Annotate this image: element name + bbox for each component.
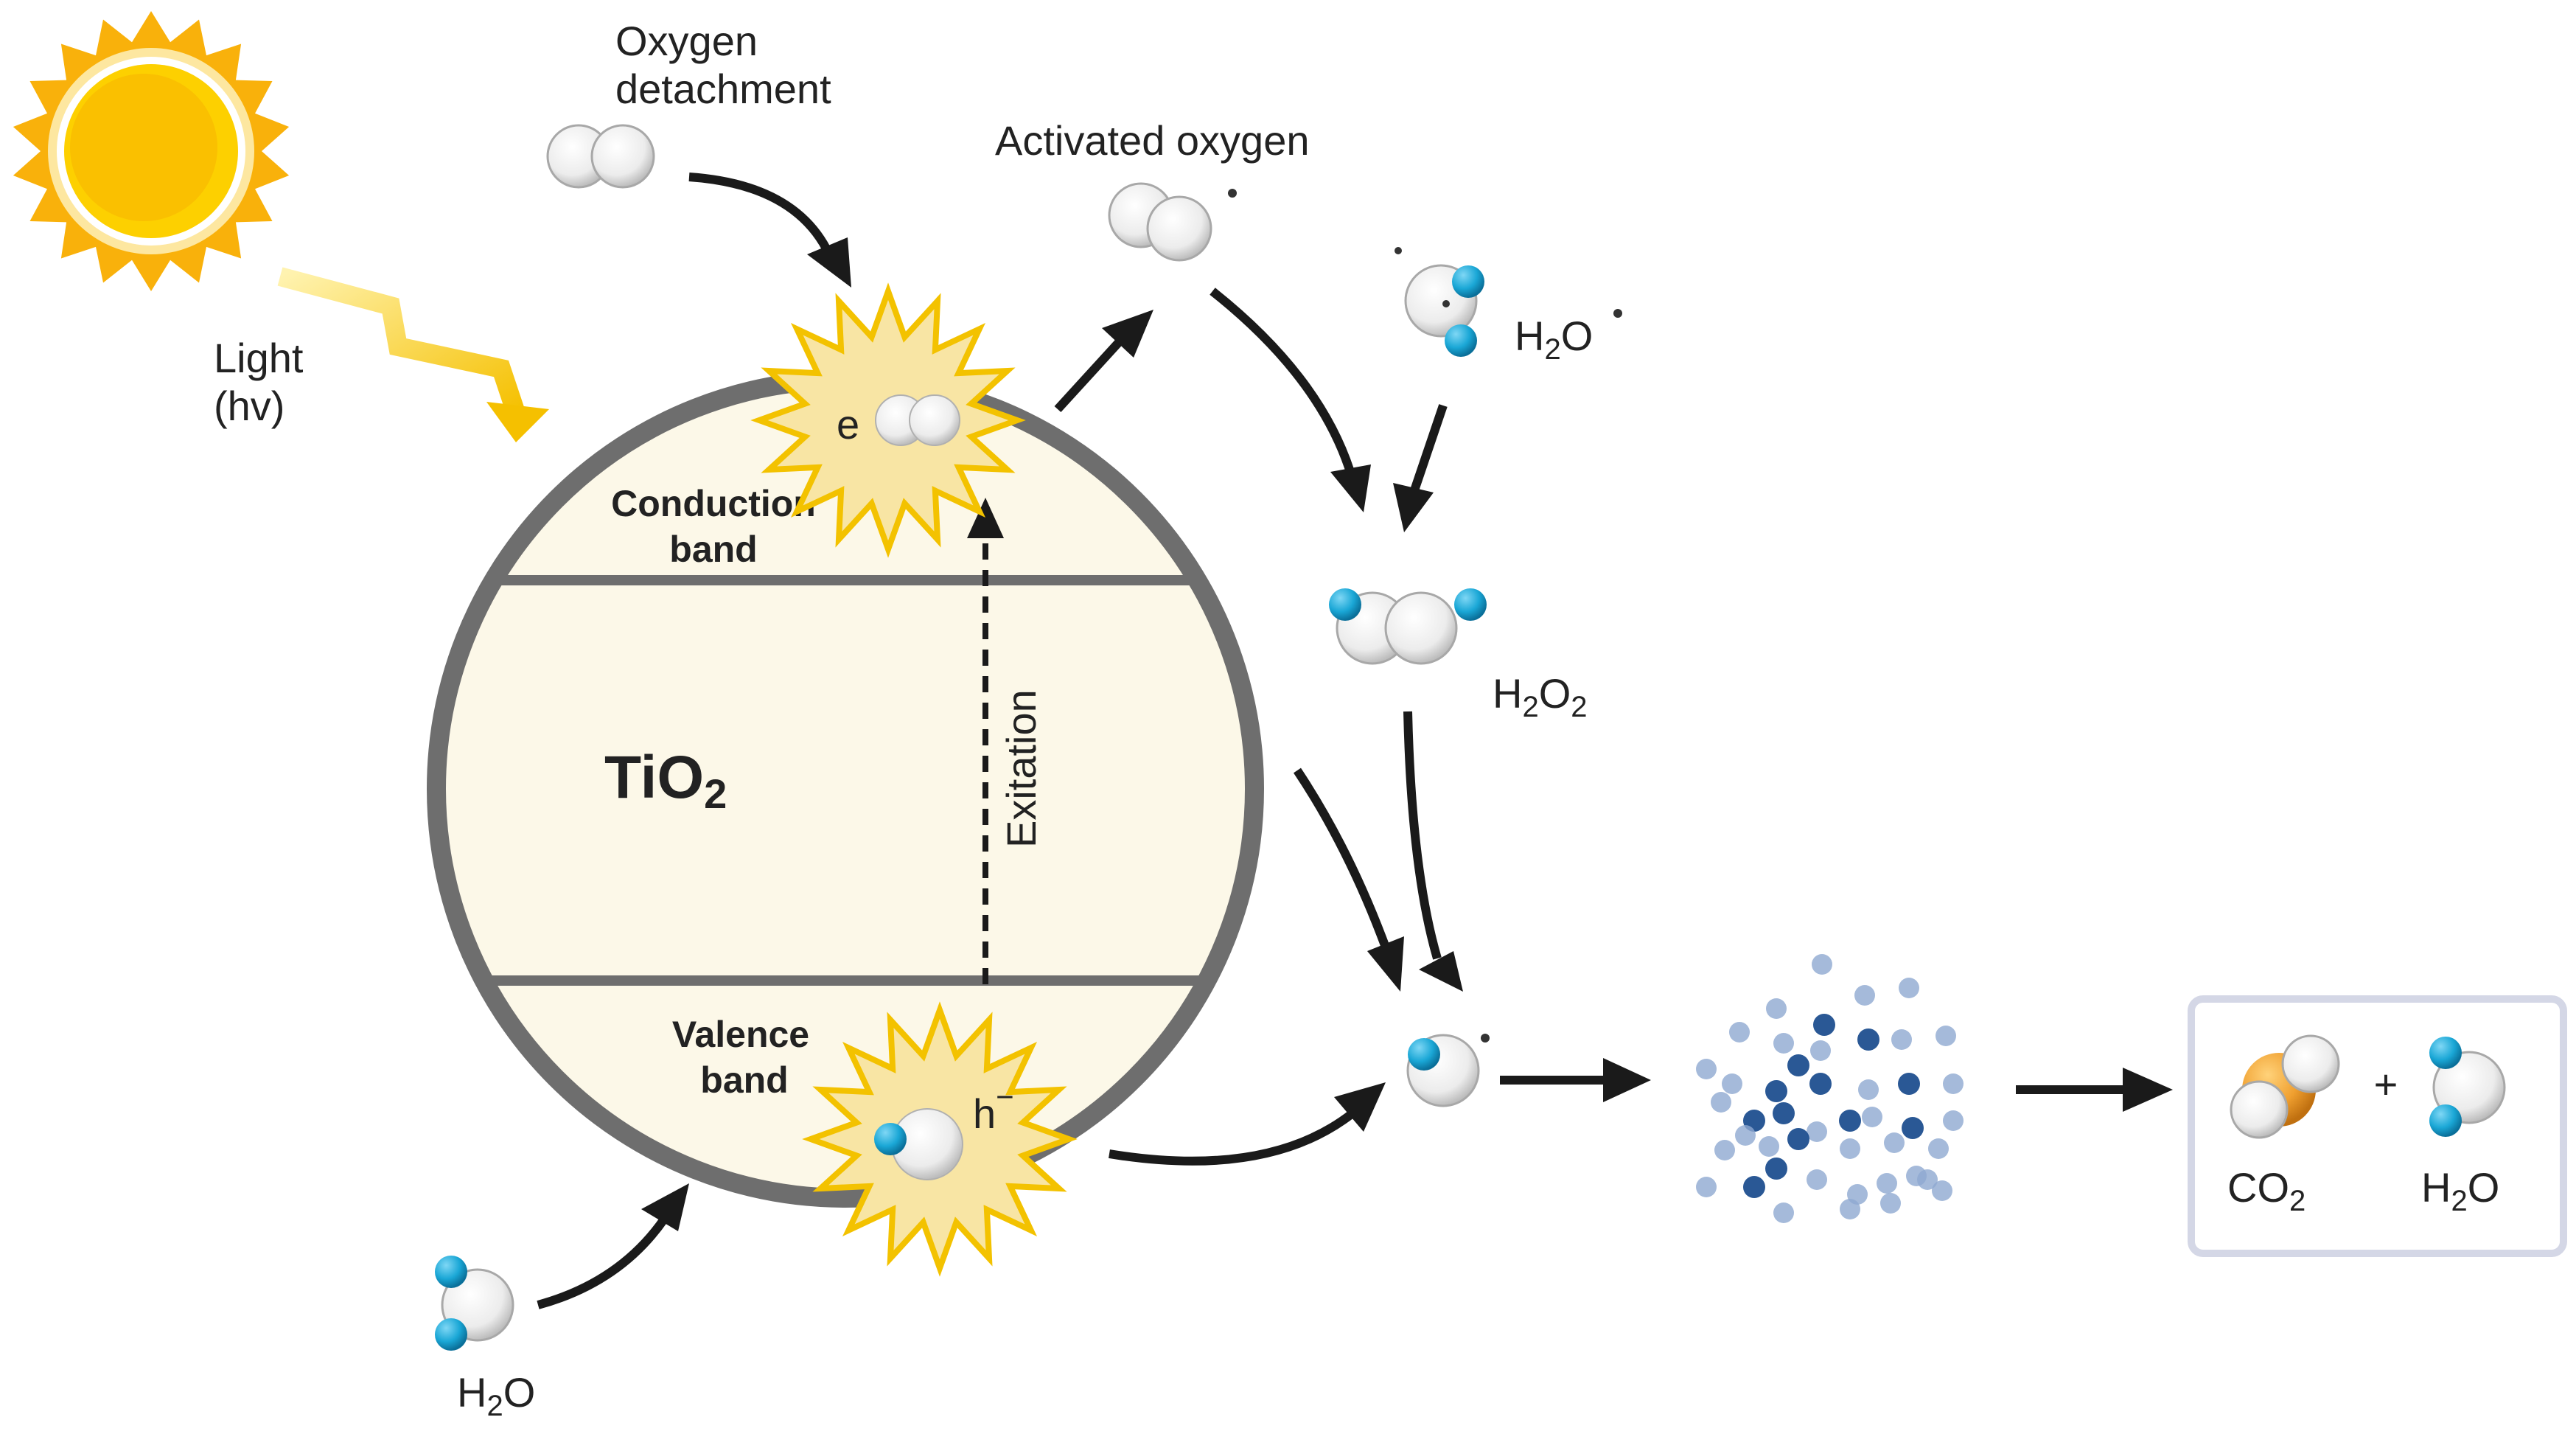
pollutant-particle (1807, 1121, 1827, 1142)
hole-starburst: h− (802, 1001, 1078, 1277)
pollutant-particle (1743, 1176, 1765, 1198)
hydroxyl-radical-icon (874, 1108, 963, 1180)
plus-sign: + (2374, 1061, 2398, 1107)
sun-icon (13, 11, 290, 291)
excitation-arrow (967, 498, 1004, 984)
pollutant-particle (1729, 1022, 1750, 1043)
oxygen-detachment-label-line2: detachment (615, 66, 831, 112)
arrow-to-activated-oxygen (1054, 310, 1153, 413)
pollutant-particle (1765, 1158, 1787, 1180)
pollutant-particle (1809, 1073, 1832, 1095)
electron-starburst: e (750, 282, 1026, 558)
hydrogen-peroxide-icon (1329, 588, 1487, 665)
hole-label: h− (973, 1079, 1014, 1137)
pollutant-particle (1735, 1125, 1756, 1146)
water-molecule-icon (2429, 1037, 2506, 1137)
arrow-to-h2o2-right (1393, 404, 1448, 532)
pollutant-particle (1857, 1028, 1879, 1051)
light-label-line2: (hv) (214, 383, 285, 429)
detachment-arrow (688, 173, 851, 288)
arrow-h2o2-to-oh (1403, 711, 1463, 992)
pollutant-particle (1840, 1199, 1860, 1219)
co2-label: CO2 (2227, 1164, 2306, 1217)
pollutant-particle (1858, 1079, 1879, 1100)
valence-band-label-line2: band (700, 1059, 788, 1101)
hydroxyl-radical-icon (1406, 1034, 1490, 1107)
arrow-h2o-to-valence (537, 1183, 689, 1309)
pollutant-particle (1714, 1140, 1735, 1160)
pollutant-particle (1839, 1110, 1861, 1132)
pollutant-particle (1813, 1014, 1835, 1036)
radical-dot (1613, 309, 1622, 318)
h2o-bottom-label: H2O (457, 1369, 535, 1422)
oxygen-molecule-icon (875, 394, 960, 446)
pollutant-particle (1902, 1117, 1924, 1139)
pollutant-particle (1840, 1138, 1860, 1159)
pollutant-particle (1917, 1169, 1938, 1190)
pollutant-particle (1696, 1177, 1717, 1197)
activated-oxygen-label: Activated oxygen (995, 117, 1309, 164)
pollutant-particle (1943, 1110, 1964, 1131)
hydroxyl-radical-icon (1395, 247, 1484, 357)
pollutant-particle (1766, 998, 1787, 1019)
pollutant-particle (1862, 1107, 1882, 1127)
pollutant-particle (1711, 1092, 1731, 1113)
oxygen-molecule-icon (1108, 182, 1237, 262)
pollutant-particle (1812, 954, 1832, 975)
oxygen-detachment-label-line1: Oxygen (615, 18, 758, 64)
pollutant-particle (1773, 1033, 1794, 1054)
light-ray-icon (277, 267, 549, 442)
tio2-label: TiO2 (604, 744, 727, 817)
water-molecule-icon (435, 1256, 514, 1351)
valence-band-label-line1: Valence (672, 1014, 809, 1055)
conduction-band-label-line2: band (669, 529, 757, 570)
pollutant-particle (1880, 1193, 1901, 1214)
pollutant-particle (1773, 1202, 1794, 1223)
arrow-valence-to-oh (1109, 1082, 1386, 1166)
h2o-product-label: H2O (2421, 1164, 2499, 1217)
arrow-to-h2o2-left (1210, 288, 1371, 512)
pollutant-particle (1773, 1102, 1795, 1124)
pollutant-particle (1765, 1080, 1787, 1102)
pollutant-particle (1877, 1173, 1897, 1194)
oxygen-molecule-icon (546, 124, 655, 189)
light-label-line1: Light (214, 335, 304, 381)
excitation-label: Exitation (998, 689, 1044, 848)
pollutant-particle (1807, 1169, 1827, 1190)
pollutant-particle (1936, 1026, 1956, 1046)
pollutant-particle (1854, 985, 1875, 1006)
pollutant-particle (1787, 1054, 1809, 1076)
pollutant-particle (1884, 1132, 1905, 1153)
h2o2-label: H2O2 (1493, 670, 1588, 723)
pollutant-particle (1722, 1073, 1742, 1094)
pollutant-particle (1787, 1128, 1809, 1150)
pollutant-particle (1696, 1059, 1717, 1079)
pollutant-particle (1891, 1029, 1912, 1050)
pollutant-particle (1898, 1073, 1920, 1095)
pollutant-particle (1810, 1040, 1831, 1061)
pollutant-particle (1899, 978, 1919, 998)
carbon-dioxide-icon (2230, 1034, 2340, 1139)
electron-label: e (837, 401, 859, 448)
pollutant-cloud-icon (1696, 954, 1964, 1223)
arrow-sphere-to-oh (1294, 768, 1404, 992)
pollutant-particle (1943, 1073, 1964, 1094)
pollutant-particle (1759, 1136, 1779, 1157)
arrow-oh-to-pollutant (1500, 1058, 1651, 1102)
h2o-radical-label: H2O (1515, 313, 1593, 366)
pollutant-particle (1932, 1180, 1952, 1201)
arrow-pollutant-to-products (2016, 1068, 2173, 1112)
conduction-band-label-line1: Conduction (611, 483, 816, 524)
pollutant-particle (1928, 1138, 1949, 1159)
products-box: + CO2 H2O (2188, 995, 2567, 1257)
